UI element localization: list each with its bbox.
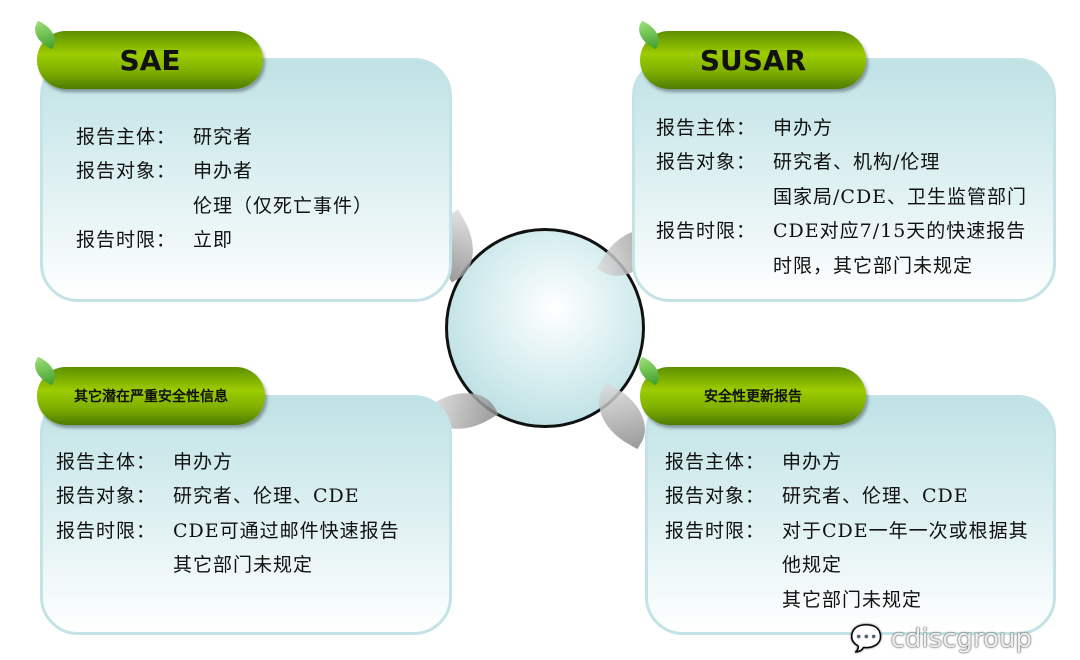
sae-card bbox=[40, 58, 452, 302]
watermark: 💬 cdiscgroup bbox=[850, 624, 1033, 654]
susar-title: SUSAR bbox=[640, 31, 866, 89]
susar-card bbox=[632, 58, 1056, 302]
susar-content: 报告主体：申办方 报告对象：研究者、机构/伦理 国家局/CDE、卫生监管部门 报… bbox=[656, 116, 1028, 277]
update-report-card bbox=[645, 395, 1056, 635]
sae-content: 报告主体：研究者 报告对象：申办者 伦理（仅死亡事件） 报告时限：立即 bbox=[76, 125, 374, 252]
update-report-content: 报告主体：申办方 报告对象：研究者、伦理、CDE 报告时限：对于CDE一年一次或… bbox=[665, 450, 1029, 611]
other-info-card bbox=[40, 395, 452, 635]
sae-title: SAE bbox=[37, 31, 263, 89]
wechat-icon: 💬 bbox=[850, 624, 883, 654]
other-info-content: 报告主体：申办方 报告对象：研究者、伦理、CDE 报告时限：CDE可通过邮件快速… bbox=[56, 450, 400, 577]
other-info-title: 其它潜在严重安全性信息 bbox=[37, 367, 265, 425]
update-report-title: 安全性更新报告 bbox=[640, 367, 866, 425]
